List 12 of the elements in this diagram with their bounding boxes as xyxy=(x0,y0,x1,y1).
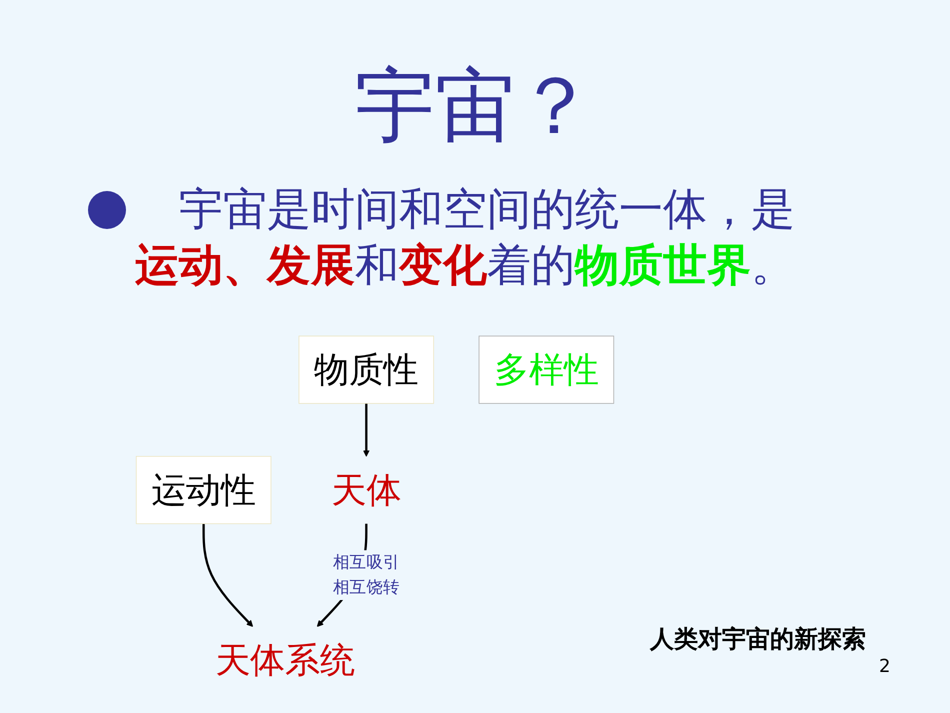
concept-label: 天体系统 xyxy=(215,639,355,680)
process-box: 运动性 xyxy=(136,456,272,524)
arrow xyxy=(202,524,254,627)
process-box: 多样性 xyxy=(478,336,614,404)
arrow xyxy=(362,403,370,457)
concept-label: 天体 xyxy=(332,469,402,510)
process-box: 物质性 xyxy=(298,336,434,404)
bullet-text: 宇宙是时间和空间的统一体，是运动、发展和变化着的物质世界。 xyxy=(135,183,796,293)
footer-text: 人类对宇宙的新探索 xyxy=(650,624,866,654)
edge-label: 相互吸引相互饶转 xyxy=(333,553,400,598)
slide-title: 宇宙？ xyxy=(355,58,595,154)
page-number: 2 xyxy=(879,656,890,678)
